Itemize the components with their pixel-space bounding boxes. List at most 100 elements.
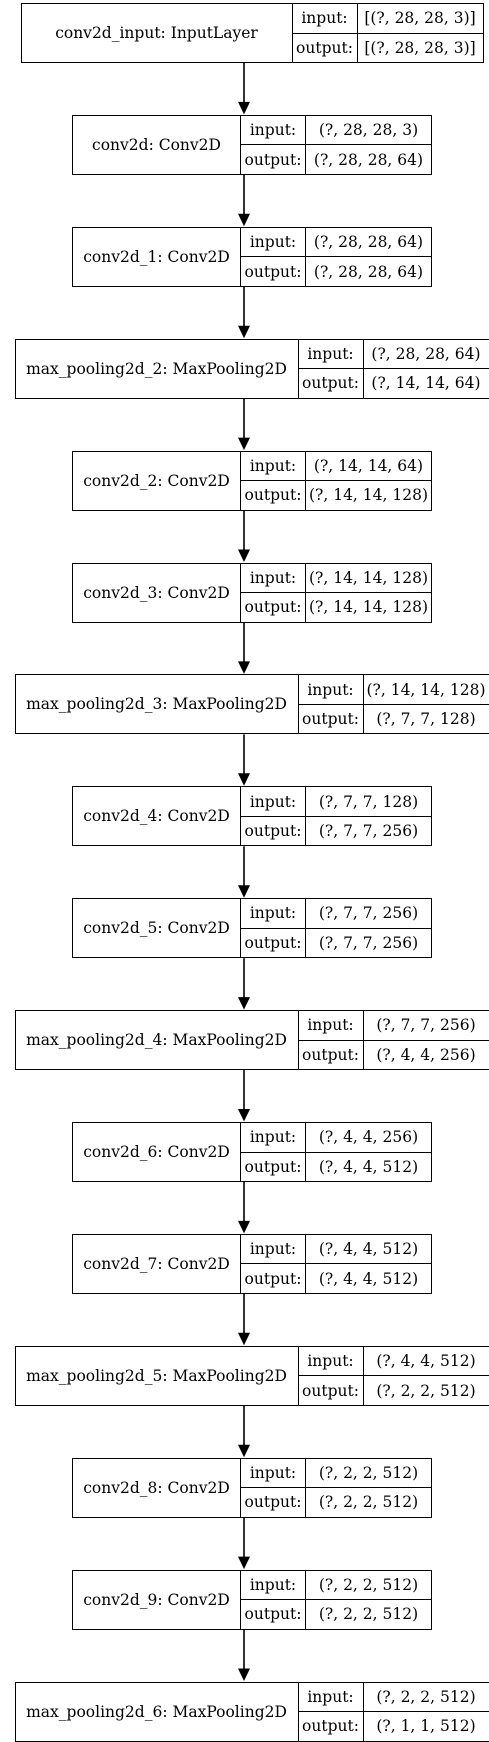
input-shape: (?, 7, 7, 256) [364, 1011, 489, 1041]
input-label: input: [241, 1571, 305, 1601]
input-label: input: [241, 228, 305, 258]
input-shape: (?, 2, 2, 512) [306, 1459, 431, 1489]
arrowhead-icon [238, 1669, 250, 1682]
io-shapes: (?, 4, 4, 256)(?, 4, 4, 512) [306, 1123, 431, 1181]
input-shape: (?, 7, 7, 128) [306, 787, 431, 817]
output-label: output: [299, 369, 363, 398]
arrowhead-icon [238, 997, 250, 1010]
input-label: input: [299, 1011, 363, 1041]
io-labels: input:output: [241, 899, 306, 957]
layer-name: conv2d_3: Conv2D [73, 564, 241, 622]
output-label: output: [241, 145, 305, 174]
input-shape: [(?, 28, 28, 3)] [358, 4, 483, 34]
input-label: input: [241, 787, 305, 817]
output-label: output: [299, 1041, 363, 1070]
arrowhead-icon [238, 102, 250, 115]
io-shapes: (?, 14, 14, 128)(?, 7, 7, 128) [364, 675, 489, 733]
arrowhead-icon [238, 1333, 250, 1346]
layer-name: max_pooling2d_2: MaxPooling2D [16, 340, 299, 398]
output-label: output: [241, 257, 305, 286]
io-labels: input:output: [299, 1683, 364, 1741]
input-label: input: [241, 899, 305, 929]
output-shape: (?, 7, 7, 256) [306, 817, 431, 846]
arrowhead-icon [238, 1109, 250, 1122]
io-labels: input:output: [241, 1571, 306, 1629]
io-labels: input:output: [299, 1011, 364, 1069]
output-label: output: [241, 481, 305, 510]
input-label: input: [241, 452, 305, 482]
arrowhead-icon [238, 326, 250, 339]
io-shapes: (?, 2, 2, 512)(?, 2, 2, 512) [306, 1571, 431, 1629]
layer-name: conv2d_9: Conv2D [73, 1571, 241, 1629]
io-labels: input:output: [241, 116, 306, 174]
output-shape: (?, 14, 14, 128) [306, 593, 431, 622]
io-shapes: (?, 2, 2, 512)(?, 1, 1, 512) [364, 1683, 489, 1741]
output-label: output: [241, 1600, 305, 1629]
layer-name: conv2d_7: Conv2D [73, 1235, 241, 1293]
io-labels: input:output: [241, 1459, 306, 1517]
io-shapes: (?, 28, 28, 64)(?, 28, 28, 64) [306, 228, 431, 286]
io-shapes: (?, 28, 28, 64)(?, 14, 14, 64) [364, 340, 489, 398]
io-shapes: (?, 7, 7, 128)(?, 7, 7, 256) [306, 787, 431, 845]
input-label: input: [241, 1459, 305, 1489]
layer-name: conv2d_input: InputLayer [22, 4, 293, 62]
arrowhead-icon [238, 1557, 250, 1570]
output-label: output: [241, 929, 305, 958]
layer-name: max_pooling2d_3: MaxPooling2D [16, 675, 299, 733]
layer-name: conv2d_8: Conv2D [73, 1459, 241, 1517]
layer-name: conv2d_4: Conv2D [73, 787, 241, 845]
io-labels: input:output: [241, 564, 306, 622]
input-label: input: [299, 340, 363, 370]
input-label: input: [299, 1347, 363, 1377]
output-shape: (?, 28, 28, 64) [306, 257, 431, 286]
input-shape: (?, 7, 7, 256) [306, 899, 431, 929]
input-label: input: [241, 564, 305, 594]
layer-name: max_pooling2d_5: MaxPooling2D [16, 1347, 299, 1405]
output-shape: (?, 4, 4, 512) [306, 1264, 431, 1293]
arrowhead-icon [238, 773, 250, 786]
input-shape: (?, 28, 28, 3) [306, 116, 431, 146]
io-labels: input:output: [241, 452, 306, 510]
io-shapes: (?, 7, 7, 256)(?, 4, 4, 256) [364, 1011, 489, 1069]
io-shapes: (?, 28, 28, 3)(?, 28, 28, 64) [306, 116, 431, 174]
layer-name: max_pooling2d_6: MaxPooling2D [16, 1683, 299, 1741]
output-shape: (?, 2, 2, 512) [306, 1488, 431, 1517]
arrowhead-icon [238, 438, 250, 451]
input-shape: (?, 28, 28, 64) [364, 340, 489, 370]
io-shapes: (?, 7, 7, 256)(?, 7, 7, 256) [306, 899, 431, 957]
output-label: output: [241, 1488, 305, 1517]
io-labels: input:output: [241, 1123, 306, 1181]
output-label: output: [241, 593, 305, 622]
output-shape: (?, 1, 1, 512) [364, 1712, 489, 1741]
input-shape: (?, 4, 4, 256) [306, 1123, 431, 1153]
io-labels: input:output: [241, 787, 306, 845]
io-shapes: (?, 4, 4, 512)(?, 2, 2, 512) [364, 1347, 489, 1405]
input-shape: (?, 2, 2, 512) [364, 1683, 489, 1713]
output-label: output: [299, 705, 363, 734]
input-shape: (?, 2, 2, 512) [306, 1571, 431, 1601]
io-labels: input:output: [299, 1347, 364, 1405]
output-label: output: [241, 1264, 305, 1293]
input-label: input: [293, 4, 357, 34]
input-shape: (?, 14, 14, 128) [364, 675, 489, 705]
output-shape: [(?, 28, 28, 3)] [358, 34, 483, 63]
output-shape: (?, 2, 2, 512) [364, 1376, 489, 1405]
arrowhead-icon [238, 550, 250, 563]
layer-name: conv2d_1: Conv2D [73, 228, 241, 286]
io-labels: input:output: [241, 1235, 306, 1293]
output-label: output: [241, 817, 305, 846]
io-shapes: (?, 14, 14, 128)(?, 14, 14, 128) [306, 564, 431, 622]
io-shapes: [(?, 28, 28, 3)][(?, 28, 28, 3)] [358, 4, 483, 62]
io-labels: input:output: [241, 228, 306, 286]
output-shape: (?, 14, 14, 128) [306, 481, 431, 510]
